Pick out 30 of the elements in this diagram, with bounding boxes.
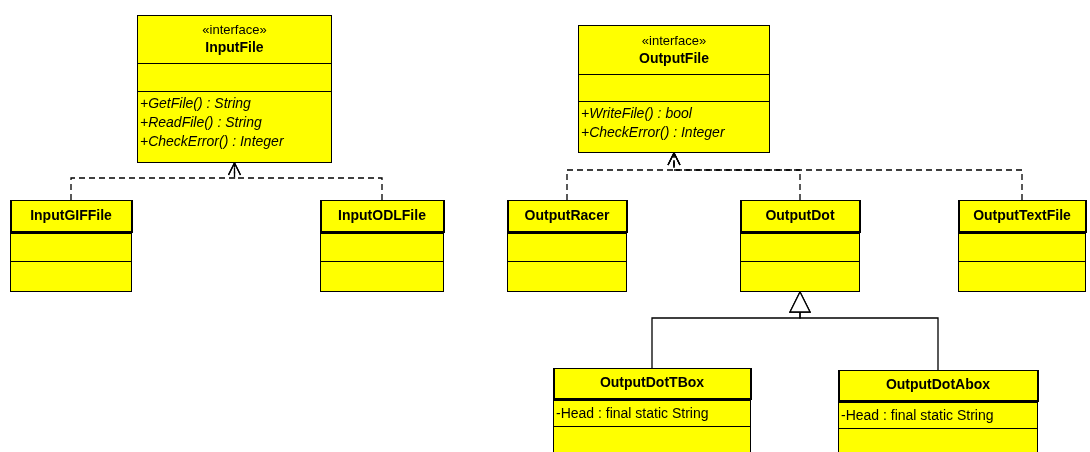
class-box — [958, 200, 1086, 292]
class-box — [578, 25, 770, 153]
method-signature: +ReadFile() : String — [139, 113, 263, 132]
method-signature: +GetFile() : String — [139, 94, 252, 113]
class-box — [553, 368, 751, 452]
inheritance-arrow — [789, 291, 939, 371]
class-name: OutputDotAbox — [885, 375, 991, 394]
class-box — [740, 200, 860, 292]
attribute-signature: -Head : final static String — [840, 405, 995, 425]
class-box — [838, 370, 1038, 452]
class-box — [320, 200, 444, 292]
class-name: OutputTextFile — [973, 205, 1071, 225]
class-name: OutputFile — [639, 48, 709, 68]
class-name: OutputDotTBox — [599, 373, 705, 392]
class-name: OutputRacer — [524, 205, 610, 225]
class-name: InputODLFile — [338, 205, 426, 225]
stereotype-label: «interface» — [641, 32, 707, 49]
class-name: InputGIFFile — [30, 205, 112, 225]
class-name: InputFile — [205, 38, 264, 57]
class-box — [137, 15, 332, 163]
realization-arrow — [227, 162, 383, 201]
method-signature: +CheckError() : Integer — [580, 123, 726, 142]
attribute-signature: -Head : final static String — [555, 403, 710, 423]
method-signature: +WriteFile() : bool — [580, 104, 693, 123]
class-box — [10, 200, 132, 292]
realization-arrow — [667, 152, 1023, 201]
method-signature: +CheckError() : Integer — [139, 132, 285, 151]
stereotype-label: «interface» — [202, 22, 267, 38]
class-name: OutputDot — [765, 205, 835, 225]
class-box — [507, 200, 627, 292]
